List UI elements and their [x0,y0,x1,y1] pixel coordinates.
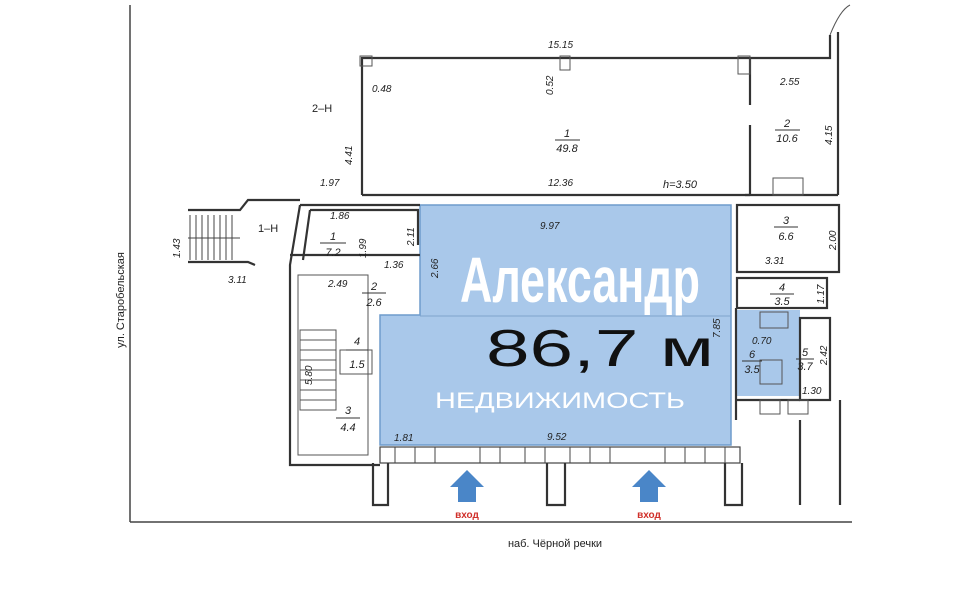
svg-text:2: 2 [370,281,377,293]
dim: 9.97 [540,221,560,232]
dim: 1.86 [330,211,350,222]
dim: 2.42 [819,345,830,366]
svg-text:4.4: 4.4 [340,422,355,434]
room-1-left: 17.2 [320,231,346,259]
dim: 2.55 [779,77,800,88]
dim: 2.49 [327,279,348,290]
right-rooms [734,203,841,420]
entrance-label-2: вход [637,510,661,521]
room-2-left: 22.6 [362,281,386,309]
svg-text:3: 3 [783,215,790,227]
entrance-arrow-2 [632,470,666,502]
svg-text:2.6: 2.6 [365,297,382,309]
top-building [359,4,851,197]
svg-text:1: 1 [330,231,336,243]
room-2-top: 210.6 [775,118,800,145]
entrance-arrow-1 [450,470,484,502]
dim: 7.85 [712,318,723,338]
dim: 2.66 [430,258,441,279]
street-label-bottom: наб. Чёрной речки [508,538,602,550]
front-facade [371,400,842,507]
svg-text:4: 4 [354,336,360,348]
room-5-right: 53.7 [796,347,814,373]
svg-text:6: 6 [749,349,756,361]
dim: 1.99 [358,238,369,258]
dim: 9.52 [547,432,567,443]
ceiling-height: h=3.50 [663,179,698,191]
svg-text:3: 3 [345,405,352,417]
entrance-label-1: вход [455,510,479,521]
svg-text:1.5: 1.5 [349,359,365,371]
highlighted-area [379,204,800,446]
dim: 1.30 [802,386,822,397]
svg-text:6.6: 6.6 [778,231,794,243]
dim: 1.17 [816,284,827,304]
dim: 4.41 [344,146,355,165]
dim: 15.15 [548,40,573,51]
dim: 5.80 [304,365,315,385]
room-4-right: 43.5 [770,282,794,308]
room-3-right: 36.6 [774,215,798,243]
watermark-name: Александр [460,244,700,316]
room-4-left: 41.5 [346,336,368,371]
svg-text:49.8: 49.8 [556,143,578,155]
dim: 4.15 [824,125,835,145]
dim: 0.52 [545,75,556,95]
dim: 0.70 [752,336,772,347]
dimensions: 15.15 0.48 0.52 2.55 4.15 4.41 1.97 12.3… [172,40,839,444]
dim: 2.11 [406,227,417,247]
dim: 3.31 [765,256,784,267]
svg-text:5: 5 [802,347,809,359]
svg-text:3.5: 3.5 [744,364,760,376]
svg-text:10.6: 10.6 [776,133,798,145]
unit-label-1n: 1–Н [258,223,278,235]
dim: 2.00 [828,230,839,251]
svg-text:1: 1 [564,128,570,140]
watermark-subtitle: НЕДВИЖИМОСТЬ [435,388,685,413]
dim: 0.48 [372,84,392,95]
svg-text:7.2: 7.2 [325,247,340,259]
street-label-left: ул. Старобельская [115,252,127,348]
svg-text:2: 2 [783,118,790,130]
svg-text:3.7: 3.7 [797,361,813,373]
room-labels: 149.8 210.6 17.2 22.6 41.5 34.4 36.6 43.… [320,118,814,434]
unit-label-2n: 2–Н [312,103,332,115]
dim: 1.81 [394,433,413,444]
dim: 12.36 [548,178,573,189]
room-3-left: 34.4 [336,405,360,434]
dim: 3.11 [228,275,247,286]
room-6-right: 63.5 [742,349,762,376]
svg-text:4: 4 [779,282,785,294]
left-building [188,198,420,467]
total-area-label: 86,7 м [486,320,714,378]
dim: 1.43 [172,238,183,258]
dim: 1.36 [384,260,404,271]
dim: 1.97 [320,178,340,189]
svg-text:3.5: 3.5 [774,296,790,308]
room-1-top: 149.8 [555,128,580,155]
